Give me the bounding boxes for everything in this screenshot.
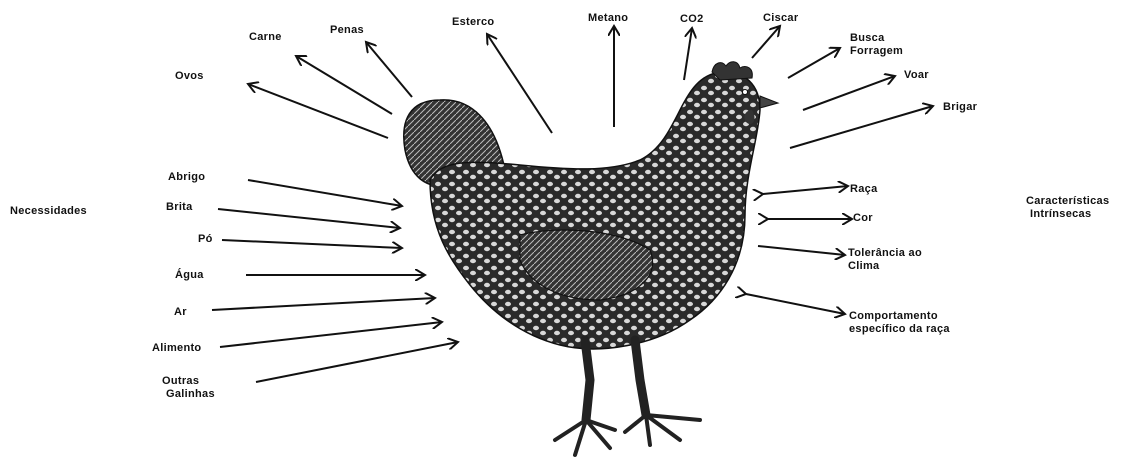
need-arrows (212, 180, 458, 382)
label-carne: Carne (249, 31, 282, 44)
side-label-caracteristicas: Características Intrínsecas (1026, 195, 1136, 221)
label-alimento: Alimento (152, 342, 201, 355)
arrow-busca-forragem (788, 48, 840, 78)
arrow-abrigo (248, 180, 402, 206)
arrow-comportamento (746, 294, 845, 314)
arrow-brita (218, 209, 400, 228)
arrow-alimento (220, 322, 442, 347)
label-esterco: Esterco (452, 16, 494, 29)
label-po: Pó (198, 233, 213, 246)
product-arrows (248, 26, 933, 148)
label-raca: Raça (850, 183, 878, 196)
arrow-esterco (487, 34, 552, 133)
arrow-voar (803, 76, 895, 110)
label-abrigo: Abrigo (168, 171, 205, 184)
arrow-tolerancia (758, 246, 845, 255)
label-busca-forragem: Busca Forragem (850, 32, 930, 58)
label-agua: Água (175, 269, 204, 282)
label-outras-galinhas: Outras Galinhas (162, 375, 242, 401)
hen-illustration (404, 62, 778, 455)
label-ovos: Ovos (175, 70, 204, 83)
arrow-ciscar (752, 26, 780, 58)
label-brigar: Brigar (943, 101, 977, 114)
label-cor: Cor (853, 212, 873, 225)
label-comportamento-raca: Comportamento específico da raça (849, 310, 989, 336)
arrow-carne (296, 56, 392, 114)
label-co2: CO2 (680, 13, 704, 26)
label-penas: Penas (330, 24, 364, 37)
arrow-ovos (248, 84, 388, 138)
label-ciscar: Ciscar (763, 12, 798, 25)
label-brita: Brita (166, 201, 193, 214)
label-voar: Voar (904, 69, 929, 82)
label-tolerancia-clima: Tolerância ao Clima (848, 247, 958, 273)
arrow-ar (212, 298, 435, 310)
arrow-co2 (684, 28, 692, 80)
arrow-penas (366, 42, 412, 97)
arrow-raca (763, 186, 848, 194)
arrow-outras-galinhas (256, 342, 458, 382)
arrow-po (222, 240, 402, 248)
label-metano: Metano (588, 12, 628, 25)
side-label-necessidades: Necessidades (10, 205, 87, 218)
label-ar: Ar (174, 306, 187, 319)
arrow-brigar (790, 106, 933, 148)
